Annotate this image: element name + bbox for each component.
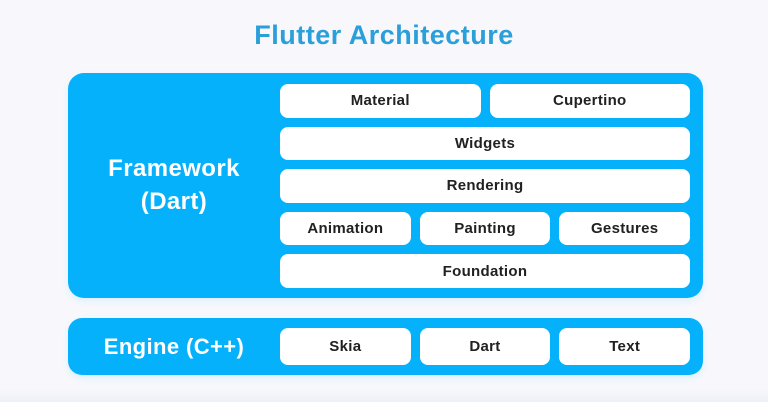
engine-box-dart: Dart: [419, 328, 551, 365]
framework-row-3: Rendering: [280, 169, 690, 203]
framework-box-foundation: Foundation: [280, 254, 690, 288]
engine-items: Skia Dart Text: [280, 328, 691, 365]
framework-box-widgets: Widgets: [280, 126, 690, 161]
framework-row-1: Material Cupertino: [280, 84, 690, 118]
diagram-title: Flutter Architecture: [254, 20, 514, 50]
framework-label-line2: (Dart): [140, 187, 208, 215]
framework-label-line1: Framework: [108, 155, 240, 183]
engine-layer: Engine (C++) Skia Dart Text: [68, 318, 703, 375]
framework-box-painting: Painting: [419, 211, 551, 246]
framework-box-animation: Animation: [280, 211, 411, 246]
engine-label: Engine (C++): [68, 318, 280, 375]
framework-row-5: Foundation: [280, 254, 690, 288]
framework-row-2: Widgets: [280, 126, 690, 161]
framework-box-gestures: Gestures: [559, 211, 691, 246]
engine-label-text: Engine (C++): [103, 333, 245, 359]
framework-label: Framework (Dart): [68, 73, 280, 298]
framework-rows: Material Cupertino Widgets Rendering Ani…: [280, 84, 691, 288]
framework-row-4: Animation Painting Gestures: [280, 211, 691, 246]
framework-box-material: Material: [280, 84, 481, 118]
engine-box-skia: Skia: [280, 328, 411, 365]
framework-layer: Framework (Dart) Material Cupertino Widg…: [68, 73, 703, 298]
framework-box-rendering: Rendering: [280, 169, 690, 203]
framework-box-cupertino: Cupertino: [489, 84, 690, 118]
engine-box-text: Text: [559, 328, 691, 365]
